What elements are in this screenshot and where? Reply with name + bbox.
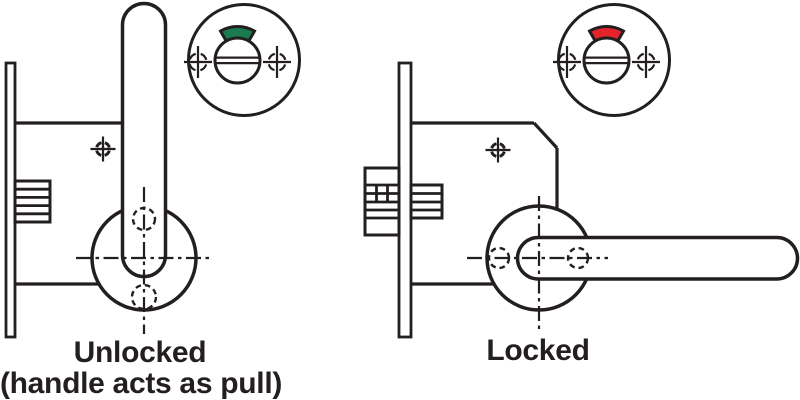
locked-lock-drawing [363,61,800,339]
fixing-hole-hidden [130,283,158,311]
locked-indicator-icon [551,3,671,117]
locked-label: Locked [486,334,589,367]
screw-crosshair-icon [484,136,512,164]
lock-body-chamfer [532,121,559,150]
latch-bolt [13,179,52,224]
unlocked-lock-drawing [4,1,213,339]
fixing-hole-hidden [487,246,511,270]
unlocked-label: Unlocked [74,336,207,369]
indicator-thumbturn [213,36,262,85]
spindle-hole-hidden [131,206,157,232]
screw-crosshair-icon [89,135,117,163]
spindle-hole-hidden [566,246,590,270]
faceplate [397,61,413,339]
indicator-thumbturn [582,36,631,85]
unlocked-indicator-icon [182,3,301,117]
unlocked-sublabel: (handle acts as pull) [0,367,282,400]
deadbolt-thrown [363,166,444,237]
